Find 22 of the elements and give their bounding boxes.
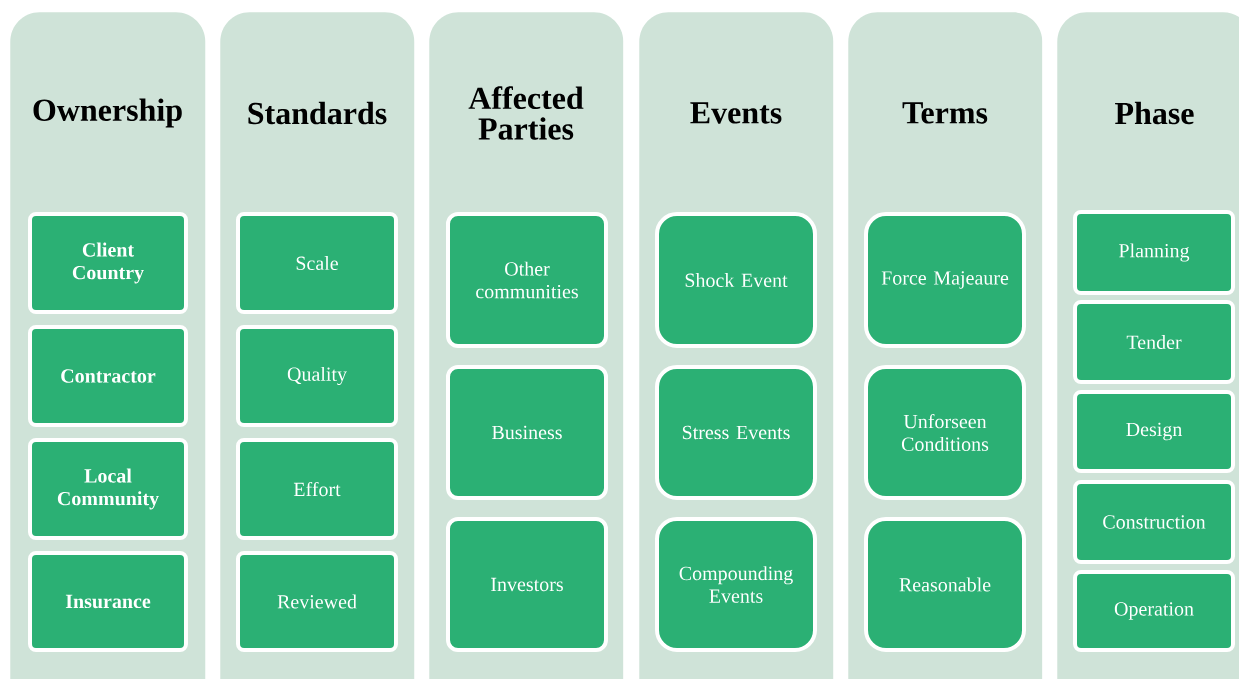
item-box: Operation [1073,570,1235,652]
item-box: Force Majeaure [864,212,1026,348]
item-box: Reasonable [864,517,1026,652]
item-box: Reviewed [236,551,398,652]
item-box: Contractor [28,325,188,427]
item-box: Construction [1073,480,1235,564]
item-box: Planning [1073,210,1235,295]
item-box: Insurance [28,551,188,652]
item-box: Local Community [28,438,188,540]
item-box: Compounding Events [655,517,817,652]
item-box: Investors [446,517,608,652]
item-box: Tender [1073,300,1235,384]
item-box: Design [1073,390,1235,473]
item-box: Effort [236,438,398,540]
item-box: Scale [236,212,398,314]
item-box: Client Country [28,212,188,314]
item-box: Unforseen Conditions [864,365,1026,500]
item-box: Stress Events [655,365,817,500]
item-box: Other communities [446,212,608,348]
item-box: Business [446,365,608,500]
item-box: Quality [236,325,398,427]
item-box: Shock Event [655,212,817,348]
